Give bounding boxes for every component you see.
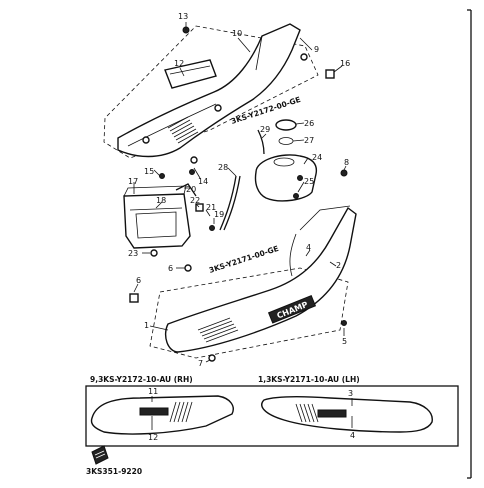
callout-19: 19	[214, 210, 224, 219]
callout-8: 8	[344, 158, 349, 167]
callout-17: 17	[128, 177, 138, 186]
figure-id: 3KS351-9220	[86, 467, 142, 476]
callout-21: 21	[206, 203, 216, 212]
upper-cover-edge	[255, 35, 263, 71]
bolt	[293, 193, 299, 199]
callout-6a: 6	[168, 264, 173, 273]
front-direction-emblem	[91, 445, 109, 465]
washer	[150, 249, 158, 257]
upper-cover-vents	[167, 116, 199, 144]
gasket	[278, 137, 294, 145]
grommet	[214, 104, 222, 112]
upper-emblem-decal	[164, 59, 217, 89]
callout-13: 13	[178, 12, 188, 21]
callout-27: 27	[304, 136, 314, 145]
inset-callout-11: 11	[148, 387, 158, 396]
upper-cover-edge	[127, 103, 217, 147]
inset-callout-4: 4	[350, 431, 355, 440]
grommet	[300, 53, 308, 61]
reservoir-tank	[254, 154, 318, 202]
grommet	[190, 156, 198, 164]
battery-cell	[135, 211, 177, 239]
callout-24: 24	[312, 153, 322, 162]
upper-cover-outline	[103, 25, 319, 159]
callout-20: 20	[186, 185, 196, 194]
tank-hose	[219, 175, 237, 231]
breather-hose	[257, 129, 265, 155]
battery-box-lid	[123, 185, 187, 197]
inset-lh-caption: 1,3KS-Y2171-10-AU (LH)	[258, 375, 360, 384]
battery-band	[175, 183, 197, 197]
callout-14a: 14	[198, 177, 208, 186]
clip	[195, 203, 204, 212]
callout-16: 16	[340, 59, 350, 68]
bolt	[340, 169, 348, 177]
tank-bolt	[297, 175, 303, 181]
lower-side-cover	[164, 206, 357, 353]
battery-box-rib	[129, 207, 183, 211]
callout-18: 18	[156, 196, 166, 205]
tank-hose	[223, 175, 241, 231]
lower-cover-edge	[289, 233, 297, 277]
callout-28: 28	[218, 163, 228, 172]
inset-lh-cover	[261, 395, 433, 433]
callout-4: 4	[306, 243, 311, 252]
nut	[325, 69, 335, 79]
callout-25: 25	[304, 177, 314, 186]
callout-12: 12	[174, 59, 184, 68]
inset-rh-logo	[139, 407, 169, 416]
callout-22: 22	[190, 196, 200, 205]
lower-cover-outline	[149, 267, 349, 359]
nut	[129, 293, 139, 303]
callout-9: 9	[314, 45, 319, 54]
screw	[341, 320, 347, 326]
callout-7: 7	[198, 359, 203, 368]
inset-callout-12: 12	[148, 433, 158, 442]
callout-15: 15	[144, 167, 154, 176]
lower-assembly-code: 3KS-Y2171-00-GE	[208, 244, 280, 275]
damper	[189, 169, 195, 175]
inset-callout-3: 3	[348, 389, 353, 398]
inset-lh-vents	[295, 403, 319, 423]
upper-side-cover	[117, 23, 301, 158]
callout-5: 5	[342, 337, 347, 346]
grommet	[184, 264, 192, 272]
grommet	[142, 136, 150, 144]
leader-lines	[133, 37, 347, 363]
inset-lh-logo	[317, 409, 347, 418]
callout-10: 10	[232, 29, 242, 38]
callout-23: 23	[128, 249, 138, 258]
callout-1: 1	[144, 321, 149, 330]
callout-2: 2	[336, 261, 341, 270]
tank-neck	[273, 157, 295, 167]
inset-rh-caption: 9,3KS-Y2172-10-AU (RH)	[90, 375, 193, 384]
tank-cap	[275, 119, 297, 131]
callout-26: 26	[304, 119, 314, 128]
damper	[159, 173, 165, 179]
lower-cover-top	[299, 205, 351, 231]
grommet	[208, 354, 216, 362]
lower-cover-vents	[197, 317, 239, 343]
callout-numbers: 13 10 9 12 16 14 26 29 27 24 28 15 14 8 …	[128, 12, 350, 368]
inset-rh-vents	[169, 401, 193, 423]
bolt	[209, 225, 215, 231]
callout-6b: 6	[136, 276, 141, 285]
callout-29: 29	[260, 125, 270, 134]
decal-stripe	[169, 65, 211, 75]
